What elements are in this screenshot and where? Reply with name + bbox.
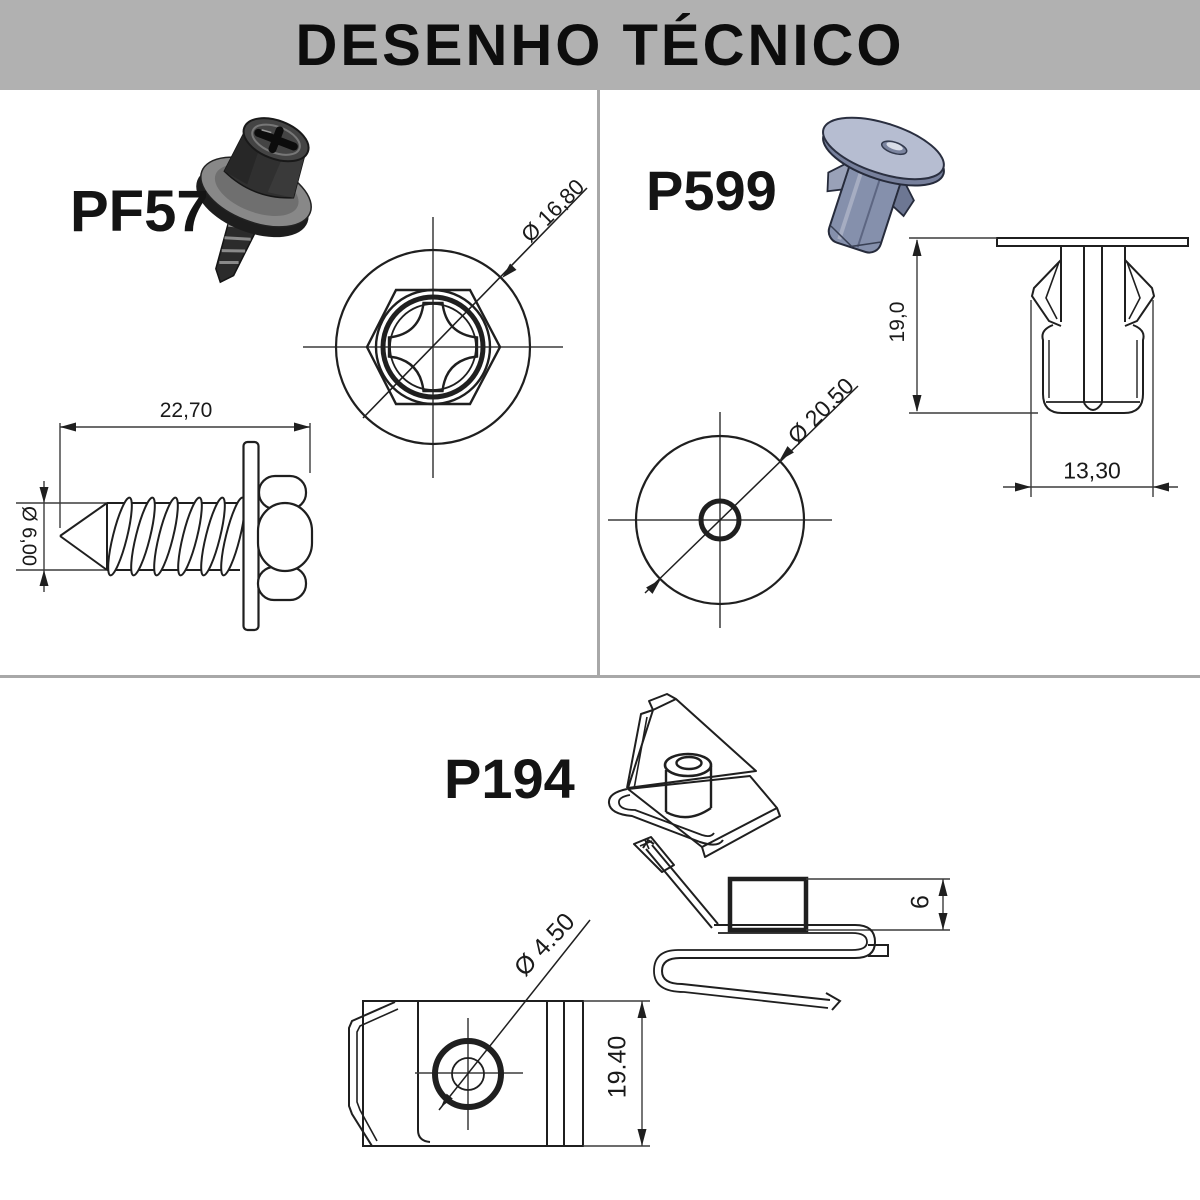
- pf57-length-dimension: 22,70: [159, 399, 213, 422]
- pf57-shank-diameter-dimension: Ø 6,00: [17, 505, 40, 567]
- p599-photo: [822, 116, 945, 254]
- p194-photo: [607, 693, 781, 873]
- p599-height-dimension: 19,0: [886, 301, 909, 343]
- pf57-side-view-drawing: [16, 422, 314, 632]
- p599-flange-diameter-dimension: Ø 20.50: [782, 372, 859, 449]
- p194-part-label: P194: [444, 747, 575, 810]
- pf57-part-label: PF57: [70, 179, 209, 244]
- p194-side-view-drawing: [642, 838, 950, 1011]
- p599-side-view-drawing: [909, 237, 1189, 497]
- p194-length-dimension: 19.40: [603, 1035, 632, 1099]
- p194-hole-diameter-dimension: Ø 4.50: [508, 907, 581, 982]
- p599-body-width-dimension: 13,30: [1063, 457, 1121, 484]
- p194-barrel-height-dimension: 6: [906, 895, 935, 909]
- title-banner: DESENHO TÉCNICO: [0, 0, 1200, 90]
- pf57-head-diameter-dimension: Ø 16,80: [516, 174, 590, 248]
- page-title: DESENHO TÉCNICO: [295, 12, 905, 78]
- vertical-divider: [597, 90, 600, 676]
- p194-top-view-drawing: [348, 919, 650, 1147]
- horizontal-divider: [0, 675, 1200, 678]
- p599-part-label: P599: [646, 159, 777, 222]
